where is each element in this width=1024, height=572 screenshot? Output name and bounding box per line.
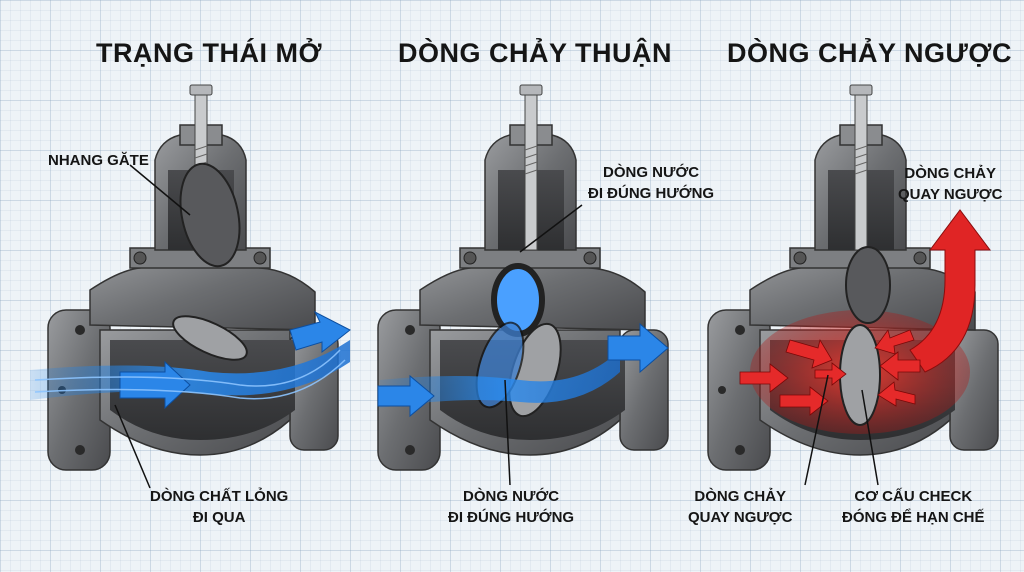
callout-nhang-gate: NHANG GĂTE <box>48 152 149 169</box>
valve-panel-3 <box>707 84 999 471</box>
valve-panel-1 <box>30 84 351 471</box>
callout-forward-top: DÒNG NƯỚC ĐI ĐÚNG HƯỚNG <box>588 164 715 202</box>
callout-reverse-top: DÒNG CHẢY QUAY NGƯỢC <box>898 165 1003 203</box>
callout-check-mechanism: CƠ CẤU CHECK ĐÓNG ĐỂ HẠN CHẾ <box>842 488 985 526</box>
panel-3-title: DÒNG CHẢY NGƯỢC <box>727 38 1012 68</box>
panel-2-title: DÒNG CHẢY THUẬN <box>398 38 673 68</box>
valve-panel-2 <box>377 84 669 471</box>
callout-forward-bottom: DÒNG NƯỚC ĐI ĐÚNG HƯỚNG <box>448 488 575 526</box>
callout-fluid-passes: DÒNG CHẤT LỎNG ĐI QUA <box>150 488 289 526</box>
panel-1-title: TRẠNG THÁI MỞ <box>96 38 323 68</box>
callout-reverse-bottom-left: DÒNG CHẢY QUAY NGƯỢC <box>688 488 793 526</box>
callout-lines <box>114 164 879 489</box>
